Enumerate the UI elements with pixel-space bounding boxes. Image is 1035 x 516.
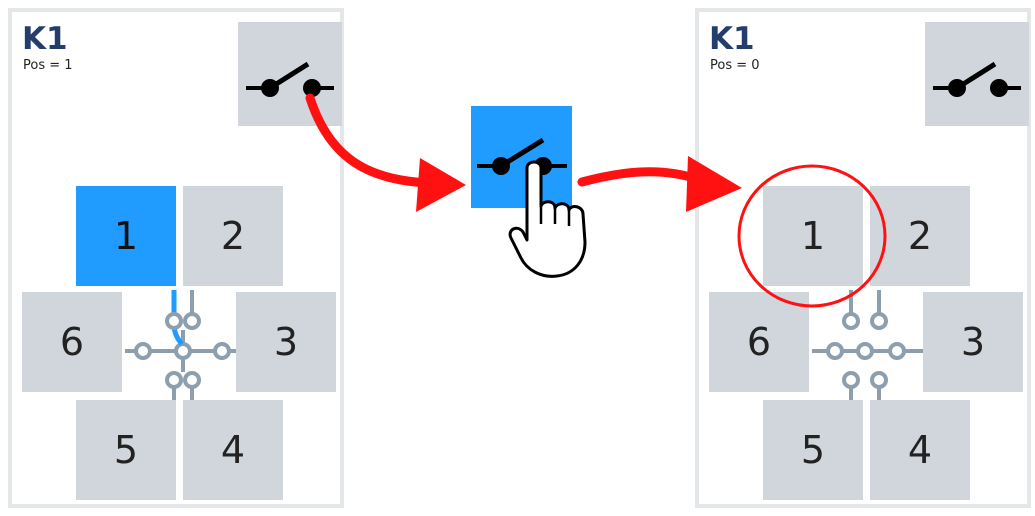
tile-5[interactable]: 5 <box>76 400 176 500</box>
switch-open-icon <box>477 137 567 175</box>
tile-3[interactable]: 3 <box>923 292 1023 392</box>
tile-6[interactable]: 6 <box>709 292 809 392</box>
right-panel: K1 Pos = 0 <box>695 8 1031 508</box>
tile-6[interactable]: 6 <box>22 292 122 392</box>
tile-1[interactable]: 1 <box>76 186 176 286</box>
switch-toggle-button[interactable] <box>471 106 572 208</box>
arrowhead-1 <box>416 158 466 212</box>
tile-5[interactable]: 5 <box>763 400 863 500</box>
panel-title: K1 <box>22 21 68 57</box>
hand-pointer-icon <box>508 160 587 278</box>
switch-open-icon <box>933 61 1021 97</box>
connector-hub <box>125 290 240 406</box>
connector-hub <box>812 290 927 406</box>
switch-open-icon <box>246 61 334 97</box>
switch-button[interactable] <box>925 22 1029 126</box>
tile-4[interactable]: 4 <box>870 400 970 500</box>
tile-4[interactable]: 4 <box>183 400 283 500</box>
panel-title: K1 <box>709 21 755 57</box>
position-label: Pos = 0 <box>710 58 760 73</box>
tile-3[interactable]: 3 <box>236 292 336 392</box>
tile-1[interactable]: 1 <box>763 186 863 286</box>
switch-button[interactable] <box>238 22 342 126</box>
tile-2[interactable]: 2 <box>870 186 970 286</box>
left-panel: K1 Pos = 1 <box>8 8 344 508</box>
position-label: Pos = 1 <box>23 58 73 73</box>
tile-2[interactable]: 2 <box>183 186 283 286</box>
